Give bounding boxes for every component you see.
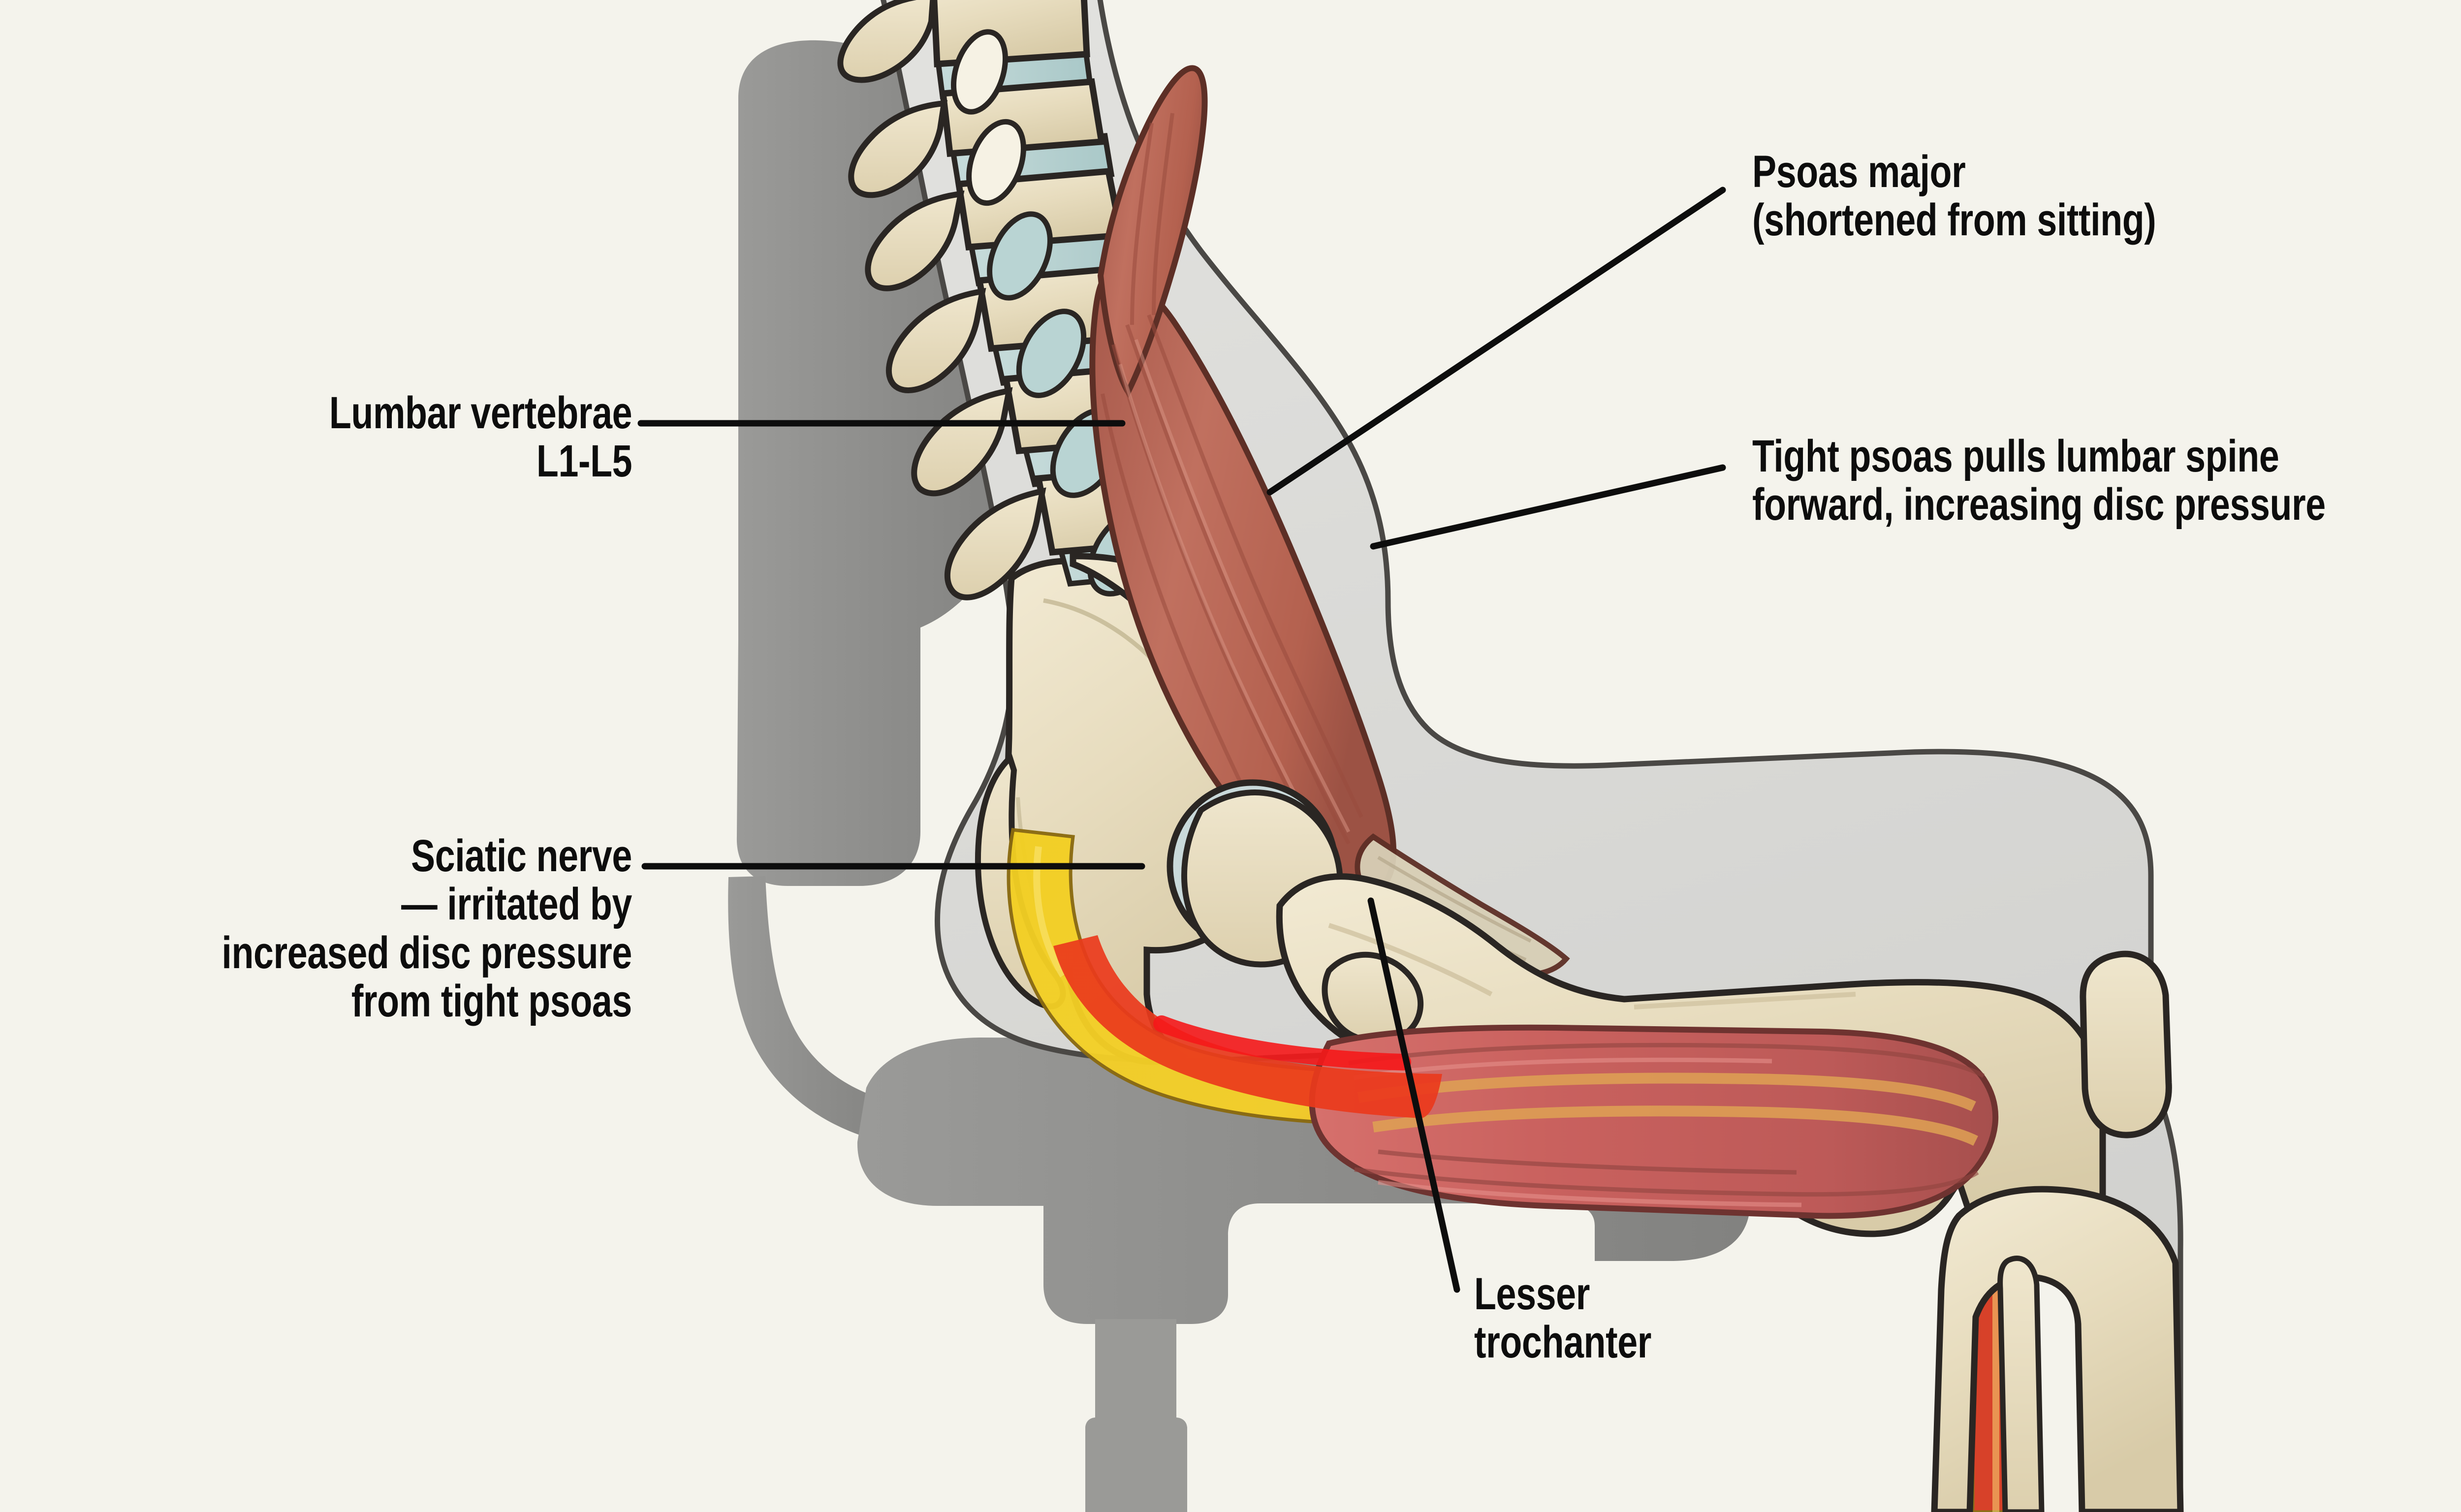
label-lumbar-vertebrae-line1: Lumbar vertebrae: [329, 388, 632, 438]
label-lumbar-vertebrae-line2: L1-L5: [536, 436, 632, 487]
sciatic-nerve-irritation: [1053, 935, 1442, 1118]
hamstring-muscles: [1309, 1024, 1999, 1219]
label-tight-psoas-line1: Tight psoas pulls lumbar spine: [1752, 431, 2279, 481]
label-sciatic-nerve-line4: from tight psoas: [351, 976, 632, 1027]
chair-gas-cylinder: [1085, 1319, 1187, 1512]
tibia: [1931, 1186, 2184, 1512]
label-lesser-trochanter-line1: Lesser: [1474, 1269, 1590, 1319]
label-psoas-major: Psoas major(shortened from sitting): [1752, 148, 2156, 245]
label-sciatic-nerve-line3: increased disc pressure: [221, 927, 632, 978]
leader-tight-psoas: [1370, 464, 1726, 550]
label-psoas-major-line1: Psoas major: [1752, 147, 1966, 197]
fibula: [1997, 1256, 2045, 1512]
label-sciatic-nerve-line2: — irritated by: [401, 879, 632, 930]
psoas-major-muscle: [1089, 65, 1570, 978]
label-sciatic-nerve-line1: Sciatic nerve: [411, 831, 632, 881]
leader-psoas-major: [1266, 187, 1726, 496]
leader-lesser-trochanter: [1367, 897, 1460, 1293]
patella: [2080, 950, 2172, 1138]
label-tight-psoas-line2: forward, increasing disc pressure: [1752, 479, 2326, 530]
label-lesser-trochanter-line2: trochanter: [1474, 1317, 1651, 1368]
label-psoas-major-line2: (shortened from sitting): [1752, 195, 2156, 246]
